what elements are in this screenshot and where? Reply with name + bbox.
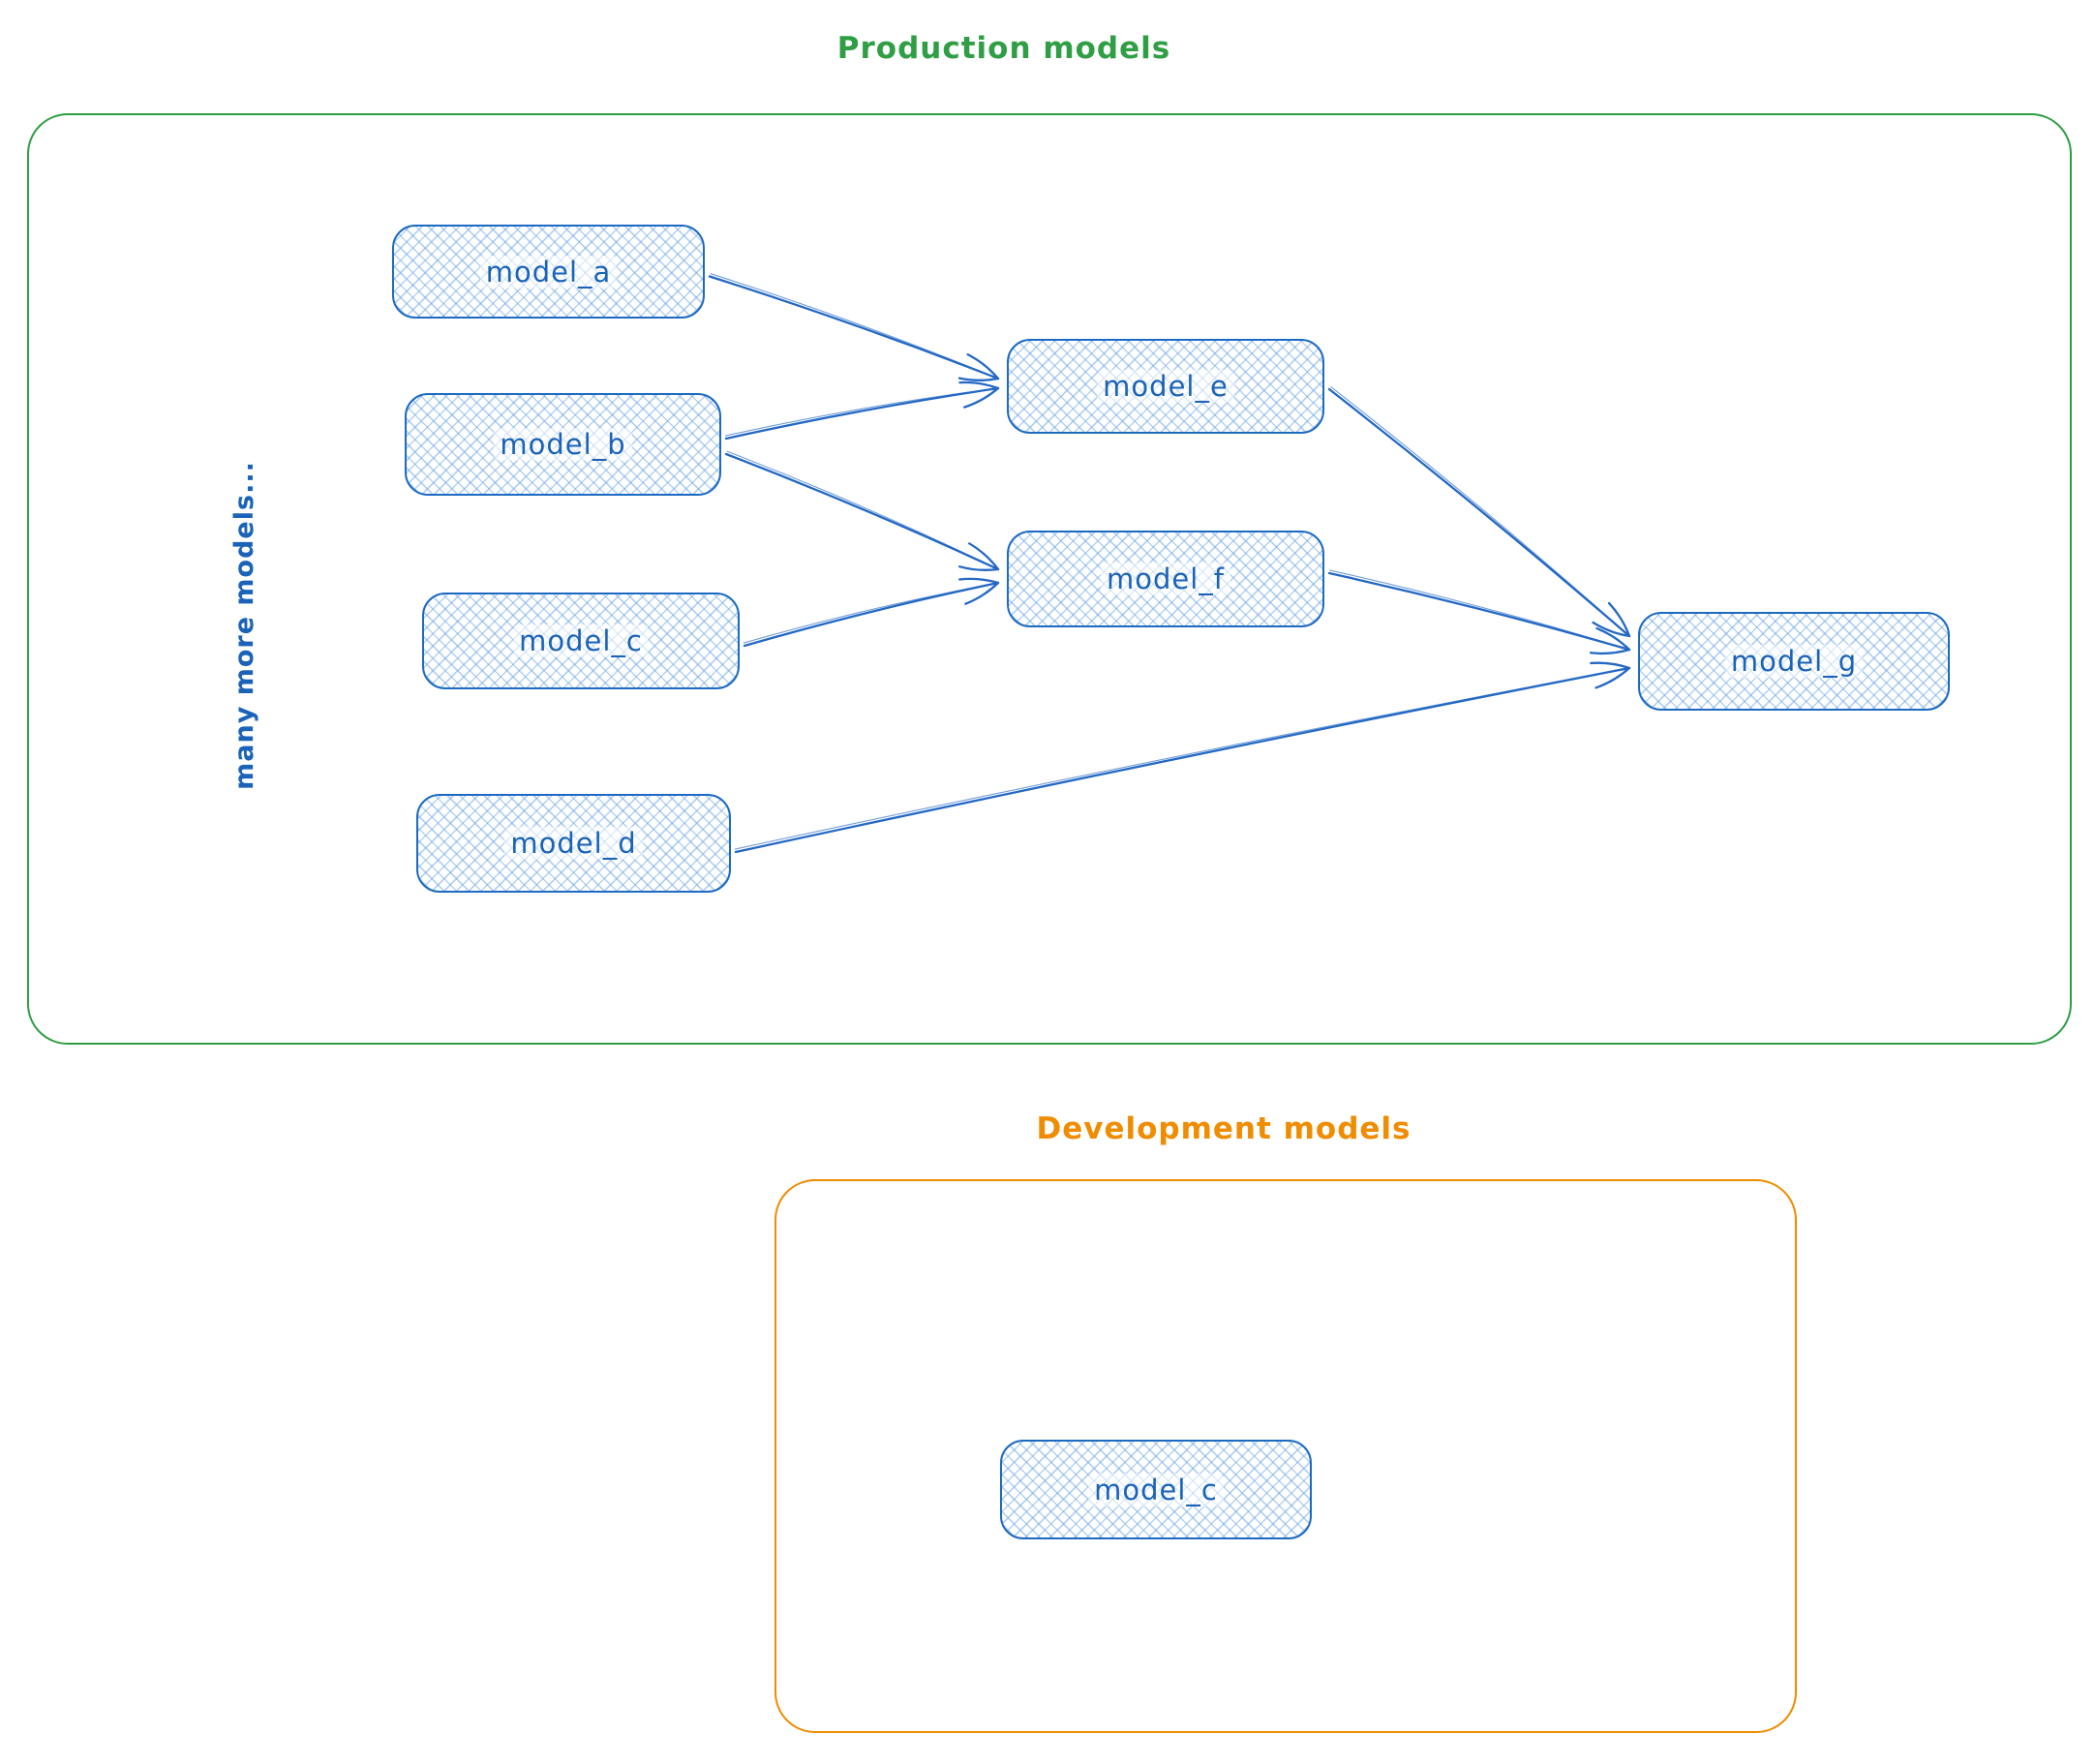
- node-model-a-label: model_a: [479, 255, 618, 289]
- node-model-f-label: model_f: [1100, 563, 1230, 595]
- node-model-e[interactable]: model_e: [1007, 339, 1324, 434]
- node-model-c-label: model_c: [513, 624, 649, 657]
- node-model-c[interactable]: model_c: [422, 593, 740, 689]
- production-group-title: Production models: [836, 31, 1171, 66]
- production-group-box: [27, 113, 2072, 1045]
- node-model-b[interactable]: model_b: [405, 393, 721, 496]
- node-dev-model-c-label: model_c: [1088, 1473, 1224, 1506]
- node-model-b-label: model_b: [494, 428, 632, 461]
- node-model-g-label: model_g: [1724, 645, 1864, 678]
- node-dev-model-c[interactable]: model_c: [1000, 1440, 1312, 1539]
- node-model-e-label: model_e: [1097, 370, 1234, 403]
- development-group-box: [774, 1179, 1797, 1733]
- node-model-d-label: model_d: [504, 827, 643, 860]
- node-model-g[interactable]: model_g: [1638, 612, 1950, 711]
- node-model-f[interactable]: model_f: [1007, 531, 1324, 627]
- many-more-models-note: many more models...: [229, 461, 259, 790]
- node-model-d[interactable]: model_d: [416, 794, 731, 893]
- development-group-title: Development models: [1036, 1111, 1412, 1146]
- node-model-a[interactable]: model_a: [392, 225, 705, 319]
